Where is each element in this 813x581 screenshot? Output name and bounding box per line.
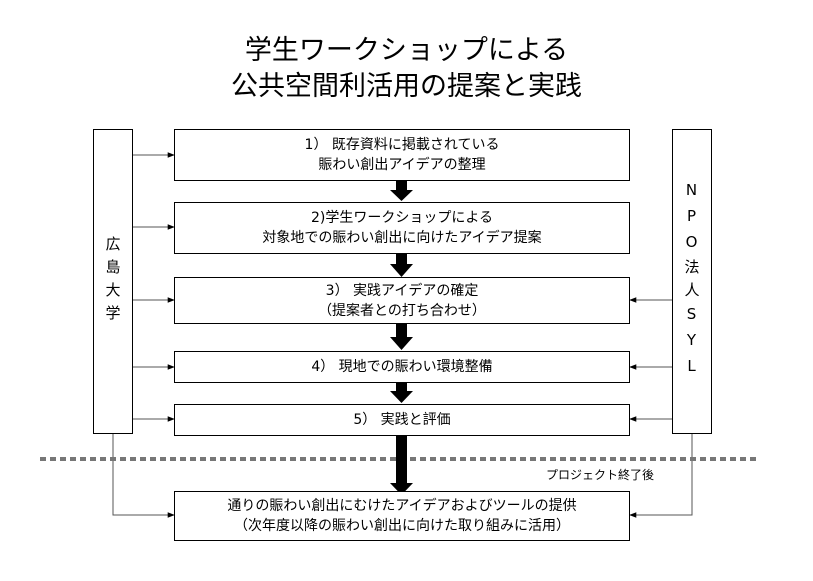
step-5-box: 5） 実践と評価 <box>174 404 630 436</box>
final-line2: （次年度以降の賑わい創出に向けた取り組みに活用） <box>234 518 570 534</box>
actor-hiroshima-university: 広島大学 <box>93 129 133 434</box>
down-arrow-4-5 <box>390 383 413 403</box>
separator-label: プロジェクト終了後 <box>546 468 655 482</box>
step-3-box: 3） 実践アイデアの確定 （提案者との打ち合わせ） <box>174 277 630 324</box>
step-5-line1: 5） 実践と評価 <box>353 412 451 428</box>
actor-right-label: NPO法人SYL <box>682 180 701 383</box>
down-arrow-5-final <box>390 436 413 495</box>
step-2-box: 2)学生ワークショップによる 対象地での賑わい創出に向けたアイデア提案 <box>174 202 630 254</box>
step-2-line1: 2)学生ワークショップによる <box>311 210 493 226</box>
down-arrow-2-3 <box>390 253 413 277</box>
step-1-box: 1） 既存資料に掲載されている 賑わい創出アイデアの整理 <box>174 129 630 181</box>
diagram-title-line2: 公共空間利活用の提案と実践 <box>231 71 582 102</box>
step-2-line2: 対象地での賑わい創出に向けたアイデア提案 <box>262 230 542 246</box>
step-1-line1: 1） 既存資料に掲載されている <box>304 137 500 153</box>
step-4-box: 4） 現地での賑わい環境整備 <box>174 351 630 383</box>
actor-left-label: 広島大学 <box>103 235 122 328</box>
final-box: 通りの賑わい創出にむけたアイデアおよびツールの提供 （次年度以降の賑わい創出に向… <box>174 491 630 541</box>
step-4-line1: 4） 現地での賑わい環境整備 <box>311 359 493 375</box>
left-line-final <box>112 433 175 518</box>
down-arrow-1-2 <box>390 180 413 201</box>
step-3-line2: （提案者との打ち合わせ） <box>318 302 486 319</box>
diagram-title-line1: 学生ワークショップによる <box>244 35 569 66</box>
down-arrow-3-4 <box>390 323 413 350</box>
step-3-line1: 3） 実践アイデアの確定 <box>325 282 479 299</box>
actor-npo-syl: NPO法人SYL <box>672 129 712 434</box>
final-line1: 通りの賑わい創出にむけたアイデアおよびツールの提供 <box>227 498 577 514</box>
step-1-line2: 賑わい創出アイデアの整理 <box>318 157 486 173</box>
